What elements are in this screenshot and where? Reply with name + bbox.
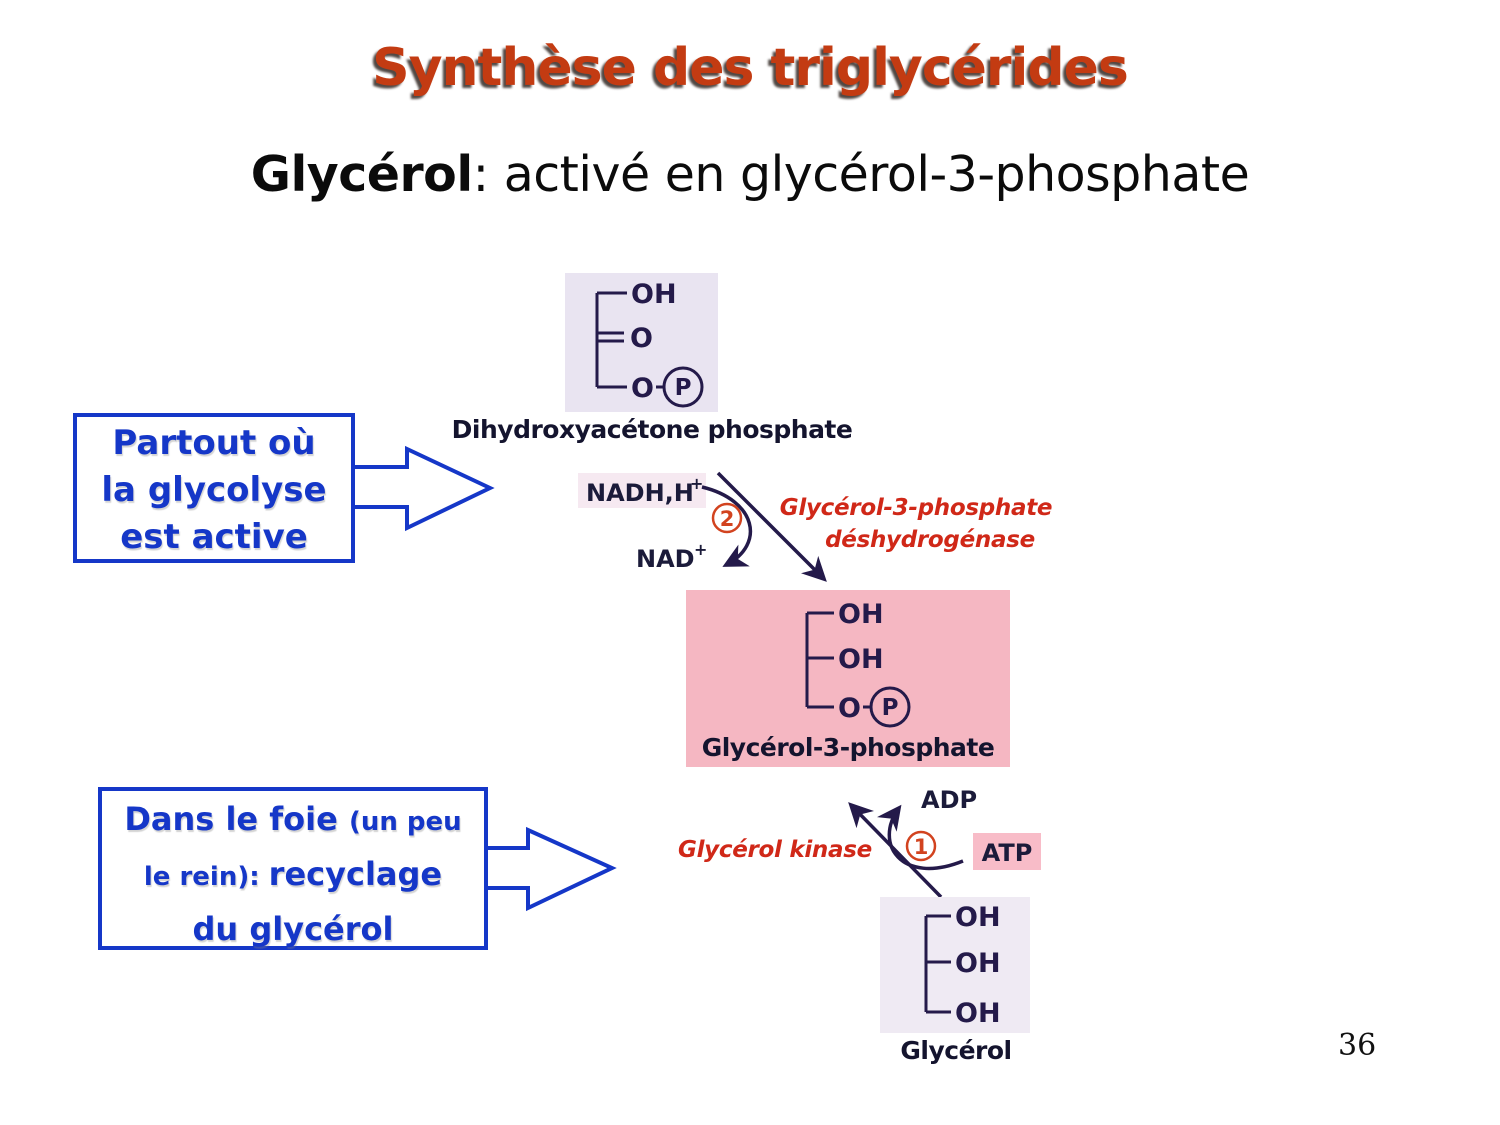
step1-enzyme: Glycérol kinase [678,837,872,863]
dhap-group-mid: O [630,323,653,354]
glycerol-group-mid: OH [955,948,1001,979]
g3p-structure-bg [686,590,1010,767]
nad-superscript: + [694,540,707,559]
callout-liver-line1: Dans le foie (un peu [102,793,484,848]
adp-label: ADP [921,786,977,814]
step2-number: 2 [720,507,735,531]
dhap-label: Dihydroxyacétone phosphate [452,415,853,444]
step1-reaction: ADP 1 ATP Glycérol kinase [678,786,1041,899]
g3p-group-bot: O [838,693,861,724]
nadh-superscript: + [690,474,703,493]
dhap-phosphate-p: P [675,375,692,401]
step1-number-circle-icon [905,830,937,862]
callout-liver: Dans le foie (un peu le rein): recyclage… [98,787,488,950]
nad-label: NAD [636,545,695,573]
callout-glycolysis-arrow-icon [351,445,495,532]
step2-enzyme-line1: Glycérol-3-phosphate [780,495,1052,521]
atp-label: ATP [982,839,1033,867]
callout-glycolysis: Partout où la glycolyse est active [73,413,355,563]
g3p-label: Glycérol-3-phosphate [702,733,995,762]
g3p-group-mid: OH [838,644,884,675]
callout-liver-seg4: recyclage [268,855,443,893]
g3p-phosphate-p: P [882,695,899,721]
callout-liver-line2: le rein): recyclage [102,848,484,903]
g3p-phosphate-circle-icon [869,686,911,728]
glycerol-group-top: OH [955,902,1001,933]
g3p-structure: OH OH O P Glycérol-3-phosphate [686,590,1010,767]
glycerol-structure-bg [880,897,1030,1033]
dhap-phosphate-circle-icon [662,366,704,408]
page-number: 36 [1338,1028,1377,1063]
atp-highlight [973,833,1041,870]
callout-liver-seg1: Dans le foie [124,800,349,838]
step1-reaction-arrow-icon [848,802,943,899]
dhap-group-top: OH [631,279,677,310]
callout-liver-arrow-icon [484,826,617,912]
step2-reaction: NADH,H + NAD + 2 Glycérol-3-phosphate dé… [578,471,1053,582]
callout-liver-line3: du glycérol [102,903,484,955]
slide-title: Synthèse des triglycérides [372,38,1129,98]
callout-liver-seg3: le rein): [143,862,269,892]
step2-cofactor-arrow-icon [701,485,753,567]
nadh-label: NADH,H [586,479,694,507]
subtitle-rest: : activé en glycérol-3-phosphate [472,146,1250,203]
callout-glycolysis-line2: la glycolyse [101,470,327,510]
step2-reaction-arrow-icon [716,471,827,582]
step2-number-circle-icon [711,502,743,534]
subtitle-term: Glycérol [250,146,473,203]
callout-liver-seg5: du glycérol [192,910,394,948]
step1-cofactor-arrow-icon [877,804,964,871]
callout-liver-seg2: (un peu [348,807,462,837]
slide-subtitle: Glycérol: activé en glycérol-3-phosphate [0,146,1500,203]
callout-glycolysis-line3: est active [120,517,308,557]
step2-enzyme-line2: déshydrogénase [825,527,1035,553]
glycerol-label: Glycérol [900,1036,1011,1065]
nadh-highlight [578,473,706,508]
step1-number: 1 [914,835,929,859]
dhap-structure: OH O O P Dihydroxyacétone phosphate [452,273,853,444]
callout-glycolysis-line1: Partout où [112,423,316,463]
dhap-structure-bg [565,273,718,412]
dhap-group-bot: O [631,373,654,404]
g3p-group-top: OH [838,599,884,630]
glycerol-group-bot: OH [955,998,1001,1029]
glycerol-structure: OH OH OH Glycérol [880,897,1030,1065]
